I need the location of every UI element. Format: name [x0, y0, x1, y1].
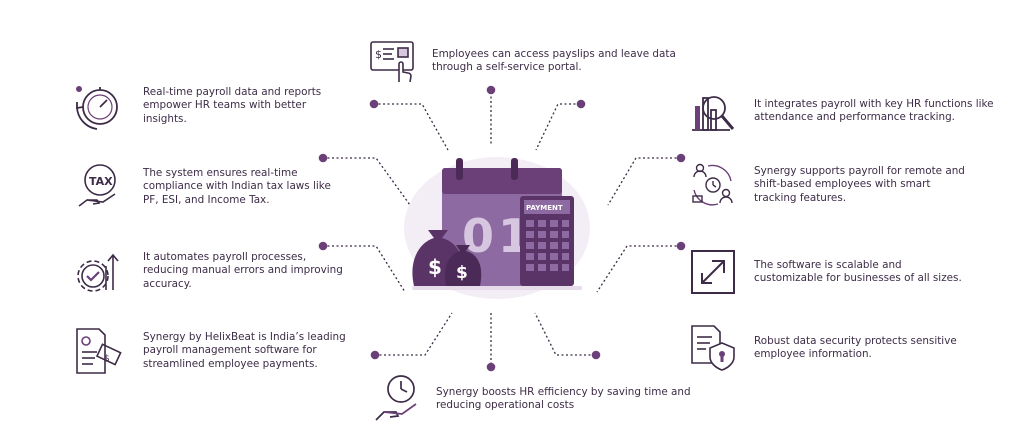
connector-dot: [369, 99, 379, 109]
connector-lower-right: [596, 245, 681, 293]
feature-text: The software is scalable and customizabl…: [754, 258, 962, 284]
svg-text:TAX: TAX: [89, 175, 113, 188]
document-cash-icon: $: [73, 326, 123, 376]
connector-dot: [370, 350, 380, 360]
feature-self-service: $ Employees can access payslips and leav…: [368, 36, 697, 86]
connector-dot: [676, 153, 686, 163]
feature-text: Real-time payroll data and reports empow…: [143, 85, 322, 125]
document-shield-lock-icon: [688, 323, 738, 373]
connector-top-right: [535, 103, 580, 151]
resize-arrow-icon: [688, 247, 738, 297]
dollar-sign: $: [428, 255, 442, 279]
feature-text: Employees can access payslips and leave …: [432, 47, 676, 73]
connector-dot: [576, 99, 586, 109]
feature-text: Robust data security protects sensitive …: [754, 334, 957, 360]
remote-workers-cycle-icon: [688, 160, 738, 210]
feature-compliance: TAX The system ensures real-time complia…: [73, 162, 348, 212]
connector-dot: [318, 241, 328, 251]
feature-scalable: The software is scalable and customizabl…: [688, 247, 964, 297]
feature-text: Synergy boosts HR efficiency by saving t…: [436, 385, 691, 411]
clock-hand-icon: [372, 374, 422, 424]
connector-dot: [318, 153, 328, 163]
connector-dot: [486, 362, 496, 372]
connector-dot: [591, 350, 601, 360]
feature-remote-shift: Synergy supports payroll for remote and …: [688, 160, 969, 210]
gear-check-growth-icon: [73, 246, 123, 296]
feature-text: Synergy supports payroll for remote and …: [754, 164, 965, 204]
feature-data-security: Robust data security protects sensitive …: [688, 323, 959, 373]
feature-leading-software: $ Synergy by HelixBeat is India’s leadin…: [73, 326, 348, 376]
payroll-calendar-illustration: 0 1 PAYMENT $ $: [402, 150, 592, 300]
dollar-sign: $: [456, 263, 468, 283]
stopwatch-refresh-icon: [73, 81, 123, 131]
feature-text: It integrates payroll with key HR functi…: [754, 97, 994, 123]
feature-automation: It automates payroll processes, reducing…: [73, 246, 348, 296]
feature-hr-integration: It integrates payroll with key HR functi…: [688, 86, 994, 136]
connector-top-left: [374, 103, 449, 151]
connector-mid-right: [607, 157, 681, 206]
connector-bottom-right: [534, 312, 595, 356]
svg-text:$: $: [375, 48, 382, 61]
tax-hand-icon: TAX: [73, 162, 123, 212]
svg-text:$: $: [104, 354, 110, 364]
payment-label: PAYMENT: [526, 204, 563, 212]
connector-bottom-left: [375, 312, 453, 356]
feature-text: The system ensures real-time compliance …: [143, 166, 331, 206]
feature-text: Synergy by HelixBeat is India’s leading …: [143, 330, 346, 370]
feature-text: It automates payroll processes, reducing…: [143, 250, 343, 290]
feature-realtime-data: Real-time payroll data and reports empow…: [73, 81, 338, 131]
connector-dot: [486, 85, 496, 95]
connector-dot: [676, 241, 686, 251]
chart-magnifier-icon: [688, 86, 738, 136]
payslip-touch-icon: $: [368, 36, 418, 86]
feature-efficiency: Synergy boosts HR efficiency by saving t…: [372, 374, 701, 424]
connector-mid-left: [323, 157, 411, 206]
